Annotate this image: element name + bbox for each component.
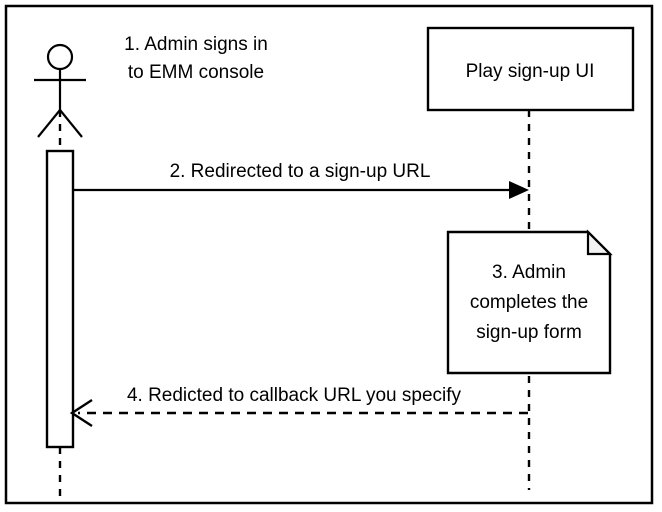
message-2-arrowhead-icon [509, 181, 529, 199]
note-3-fold-corner-icon [586, 229, 613, 256]
note-3-label-line-1: 3. Admin [492, 262, 566, 283]
message-4-arrowhead-icon [69, 398, 93, 428]
message-4-label: 4. Redicted to callback URL you specify [127, 385, 462, 406]
participant-box-play-signup-ui[interactable] [426, 26, 635, 112]
message-2-label: 2. Redirected to a sign-up URL [170, 161, 431, 182]
actor-head-icon [46, 43, 74, 71]
actor-admin[interactable] [34, 43, 86, 138]
participant-label-play-signup-ui: Play sign-up UI [466, 61, 595, 82]
diagram-frame-border [4, 4, 654, 505]
note-3-body[interactable] [446, 230, 612, 375]
actor-leg-right-line [59, 109, 83, 138]
actor-leg-left-line [37, 109, 61, 138]
note-3-label-line-2: completes the [470, 292, 588, 313]
step-1-label-line-1: 1. Admin signs in [124, 34, 268, 55]
step-1-label-line-2: to EMM console [128, 62, 264, 83]
actor-activation-bar [45, 149, 75, 449]
note-3-label-line-3: sign-up form [476, 322, 582, 343]
